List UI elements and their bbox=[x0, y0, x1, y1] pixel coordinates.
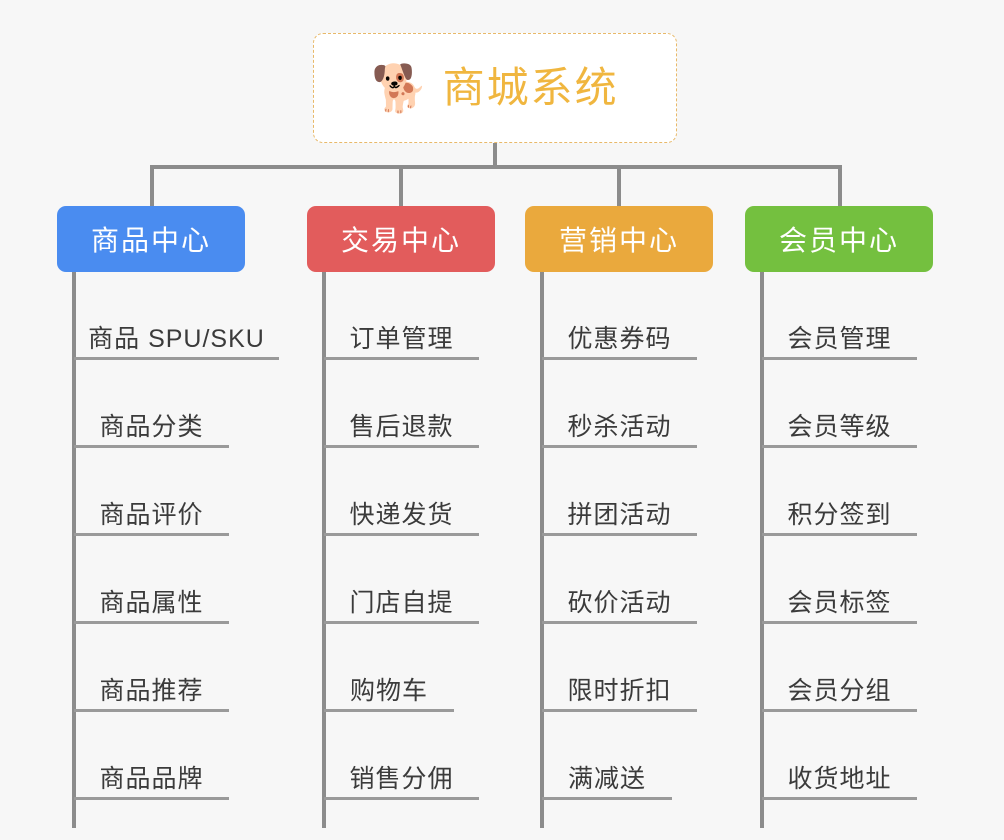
root-node-mall-system[interactable]: 🐕 商城系统 bbox=[313, 33, 677, 143]
shiba-dog-face-icon: 🐕 bbox=[371, 62, 429, 114]
category-header-marketing-center[interactable]: 营销中心 bbox=[525, 206, 713, 272]
leaf-item[interactable]: 收货地址 bbox=[762, 712, 917, 800]
leaf-item-label: 订单管理 bbox=[349, 324, 454, 353]
leaf-item[interactable]: 会员等级 bbox=[762, 360, 917, 448]
leaf-item[interactable]: 商品分类 bbox=[74, 360, 229, 448]
leaf-item-label: 满减送 bbox=[567, 764, 646, 793]
leaf-item[interactable]: 会员管理 bbox=[762, 272, 917, 360]
root-node-title: 商城系统 bbox=[442, 64, 619, 111]
leaf-item-label: 砍价活动 bbox=[567, 588, 672, 617]
leaf-item-label: 商品分类 bbox=[99, 412, 204, 441]
connector-drop-product-center bbox=[150, 165, 154, 208]
connector-horizontal-bus bbox=[150, 165, 842, 169]
leaf-item[interactable]: 商品推荐 bbox=[74, 624, 229, 712]
leaf-item-label: 销售分佣 bbox=[349, 764, 454, 793]
connector-drop-marketing-center bbox=[617, 165, 621, 208]
category-header-label: 会员中心 bbox=[778, 225, 899, 256]
leaf-item-label: 秒杀活动 bbox=[567, 412, 672, 441]
leaf-item[interactable]: 售后退款 bbox=[324, 360, 479, 448]
leaf-item-label: 积分签到 bbox=[787, 500, 892, 529]
category-header-product-center[interactable]: 商品中心 bbox=[57, 206, 245, 272]
leaf-item-label: 售后退款 bbox=[349, 412, 454, 441]
category-header-label: 交易中心 bbox=[340, 225, 461, 256]
branch-spine bbox=[72, 272, 76, 828]
leaf-item-label: 限时折扣 bbox=[567, 676, 672, 705]
leaf-item-label: 商品评价 bbox=[99, 500, 204, 529]
leaf-item-label: 会员等级 bbox=[787, 412, 892, 441]
leaf-item-label: 会员分组 bbox=[787, 676, 892, 705]
leaf-item[interactable]: 快递发货 bbox=[324, 448, 479, 536]
leaf-item[interactable]: 会员分组 bbox=[762, 624, 917, 712]
leaf-item-label: 购物车 bbox=[349, 676, 428, 705]
leaf-item[interactable]: 商品评价 bbox=[74, 448, 229, 536]
leaf-item-label: 快递发货 bbox=[349, 500, 454, 529]
leaf-item[interactable]: 购物车 bbox=[324, 624, 454, 712]
category-header-label: 商品中心 bbox=[90, 225, 211, 256]
leaf-item-label: 优惠券码 bbox=[567, 324, 672, 353]
connector-drop-trade-center bbox=[399, 165, 403, 208]
category-header-member-center[interactable]: 会员中心 bbox=[745, 206, 933, 272]
leaf-item[interactable]: 限时折扣 bbox=[542, 624, 697, 712]
branch-spine bbox=[760, 272, 764, 828]
leaf-item-label: 拼团活动 bbox=[567, 500, 672, 529]
connector-drop-member-center bbox=[838, 165, 842, 208]
leaf-item-label: 收货地址 bbox=[787, 764, 892, 793]
branch-spine bbox=[322, 272, 326, 828]
leaf-item[interactable]: 商品 SPU/SKU bbox=[74, 272, 279, 360]
leaf-item[interactable]: 优惠券码 bbox=[542, 272, 697, 360]
category-header-label: 营销中心 bbox=[558, 225, 679, 256]
leaf-item[interactable]: 拼团活动 bbox=[542, 448, 697, 536]
category-header-trade-center[interactable]: 交易中心 bbox=[307, 206, 495, 272]
leaf-item-label: 商品推荐 bbox=[99, 676, 204, 705]
leaf-item[interactable]: 满减送 bbox=[542, 712, 672, 800]
leaf-item[interactable]: 商品属性 bbox=[74, 536, 229, 624]
leaf-item[interactable]: 门店自提 bbox=[324, 536, 479, 624]
branch-spine bbox=[540, 272, 544, 828]
leaf-item[interactable]: 商品品牌 bbox=[74, 712, 229, 800]
leaf-item-label: 会员管理 bbox=[787, 324, 892, 353]
leaf-item[interactable]: 订单管理 bbox=[324, 272, 479, 360]
leaf-item-label: 会员标签 bbox=[787, 588, 892, 617]
leaf-item[interactable]: 砍价活动 bbox=[542, 536, 697, 624]
leaf-item[interactable]: 秒杀活动 bbox=[542, 360, 697, 448]
leaf-item-label: 商品属性 bbox=[99, 588, 204, 617]
leaf-item-label: 商品 SPU/SKU bbox=[88, 324, 265, 353]
connector-root-stem bbox=[493, 143, 497, 169]
leaf-item[interactable]: 销售分佣 bbox=[324, 712, 479, 800]
leaf-item[interactable]: 积分签到 bbox=[762, 448, 917, 536]
leaf-item-label: 门店自提 bbox=[349, 588, 454, 617]
leaf-item-label: 商品品牌 bbox=[99, 764, 204, 793]
leaf-item[interactable]: 会员标签 bbox=[762, 536, 917, 624]
